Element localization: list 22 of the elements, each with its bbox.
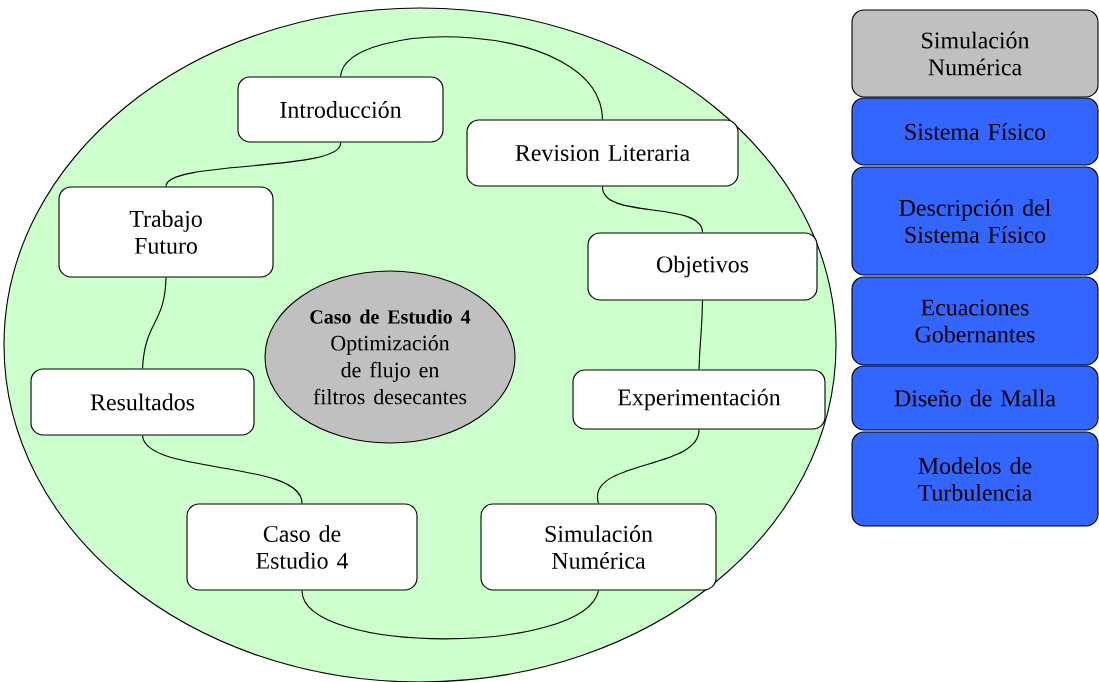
topic-box: Sistema Físico	[851, 97, 1099, 166]
stage-box: Caso de Estudio 4	[186, 503, 418, 591]
connector-line	[597, 429, 700, 504]
stage-box: Experimentación	[572, 369, 826, 430]
connector-line	[141, 435, 303, 504]
stage-box: Introducción	[237, 76, 444, 143]
connector-line	[141, 277, 167, 369]
connector-line	[165, 142, 342, 187]
topic-box: Diseño de Malla	[851, 365, 1099, 431]
connector-line	[301, 590, 600, 640]
stage-box: Trabajo Futuro	[58, 186, 274, 278]
topic-box: Ecuaciones Gobernantes	[851, 276, 1099, 366]
topic-box: Simulación Numérica	[851, 9, 1099, 98]
connector-line	[339, 36, 604, 120]
connector-line	[698, 300, 704, 370]
topic-box: Modelos de Turbulencia	[851, 431, 1099, 527]
stage-box: Simulación Numérica	[480, 503, 717, 591]
connector-line	[601, 186, 704, 233]
stage-box: Objetivos	[587, 232, 818, 301]
stage-box: Resultados	[30, 368, 255, 436]
topic-box: Descripción del Sistema Físico	[851, 166, 1099, 276]
stage-box: Revision Literaria	[466, 119, 739, 187]
